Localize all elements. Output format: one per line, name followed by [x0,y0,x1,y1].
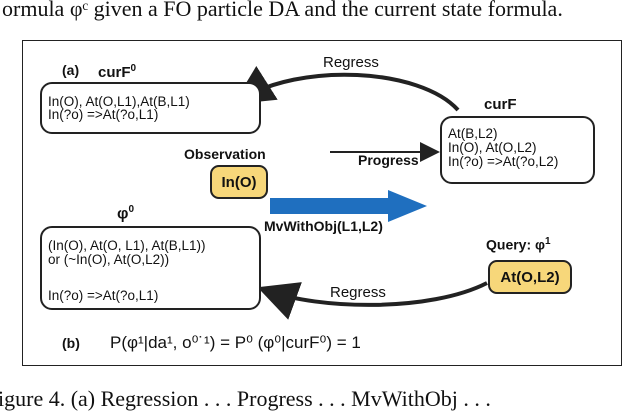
curF0-title: curF0 [98,63,137,81]
curF-line-2: In(O), At(O,L2) [448,140,537,155]
figure-frame [22,40,622,366]
regress-bottom-arrow [257,281,488,320]
phi0-line-2: or (~In(O), At(O,L2)) [48,252,170,267]
phi0-line-4: In(?o) =>At(?o,L1) [48,288,159,303]
panel-a-label: (a) [62,62,80,78]
curF-box: At(B,L2) In(O), At(O,L2) In(?o) =>At(?o,… [440,116,595,184]
regress-bottom-label: Regress [330,284,386,301]
caption-bottom: igure 4. (a) Regression . . . Progress .… [0,386,491,411]
phi0-title: φ0 [117,204,135,223]
caption-top: ormula φᶜ given a FO particle DA and the… [2,0,563,21]
curF-line-3: In(?o) =>At(?o,L2) [448,154,559,169]
arrows-layer [233,65,488,320]
curF0-sup: 0 [130,63,137,74]
curF0-box: In(O), At(O,L1),At(B,L1) In(?o) =>At(?o,… [40,82,261,134]
regress-top-arrow [233,65,460,112]
phi0-box: (In(O), At(O, L1), At(B,L1)) or (~In(O),… [40,226,261,310]
query-label: Query: φ1 [486,236,551,253]
observation-value: In(O) [221,173,257,191]
query-value: At(O,L2) [500,268,560,286]
equation: P(φ¹|da¹, o⁰˙¹) = P⁰ (φ⁰|curF⁰) = 1 [110,333,361,352]
progress-label: Progress [358,152,419,168]
curF-line-1: At(B,L2) [448,126,498,141]
query-pill: At(O,L2) [488,260,572,294]
action-arrow [270,190,427,222]
action-label: MvWithObj(L1,L2) [264,218,383,234]
regress-top-label: Regress [323,54,379,71]
panel-b-label: (b) [62,335,80,351]
observation-pill: In(O) [210,165,268,199]
curF-title: curF [484,96,517,113]
query-sup: 1 [545,236,551,247]
phi0-sup: 0 [128,204,135,215]
observation-label: Observation [184,146,266,162]
phi0-line-1: (In(O), At(O, L1), At(B,L1)) [48,238,206,253]
curF0-line-2: In(?o) =>At(?o,L1) [48,107,159,122]
curF0-line-1: In(O), At(O,L1),At(B,L1) [48,94,190,109]
